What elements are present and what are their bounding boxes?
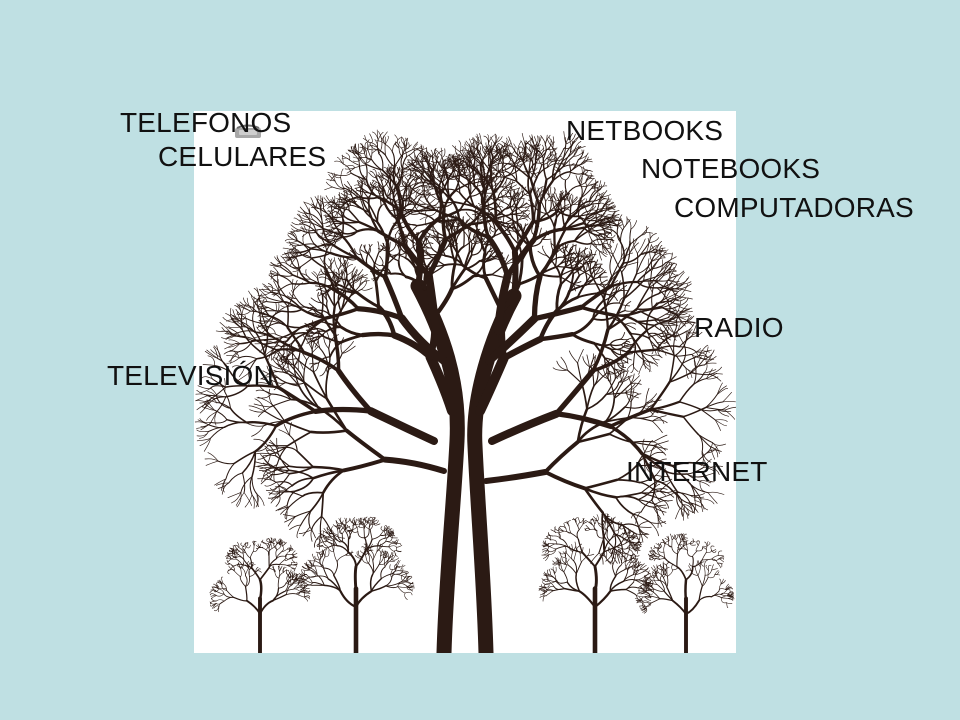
telephone-icon — [235, 124, 261, 138]
label-notebooks: NOTEBOOKS — [641, 153, 821, 184]
label-television: TELEVISIÓN — [107, 360, 274, 391]
label-computadoras: COMPUTADORAS — [674, 192, 914, 223]
label-netbooks: NETBOOKS — [566, 115, 724, 146]
label-telefonos: TELEFONOS — [120, 107, 292, 138]
label-internet: INTERNET — [626, 456, 768, 487]
label-celulares: CELULARES — [158, 141, 327, 172]
tree-illustration — [194, 111, 736, 653]
tree-icon — [194, 111, 736, 653]
label-radio: RADIO — [694, 312, 784, 343]
